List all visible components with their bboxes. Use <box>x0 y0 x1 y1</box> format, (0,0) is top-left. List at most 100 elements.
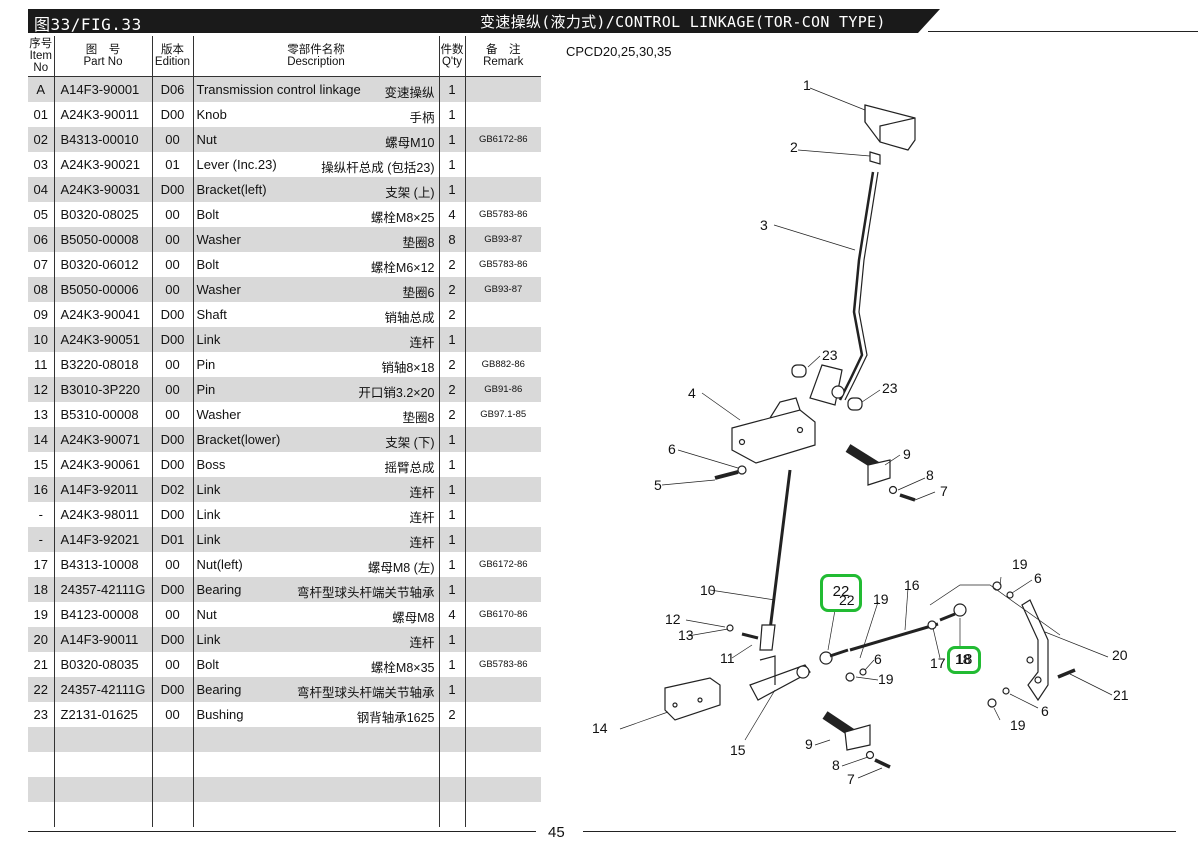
part-no-cell: A14F3-90011 <box>53 626 152 652</box>
callout-label: 13 <box>678 627 694 643</box>
shaft-9-upper <box>845 444 891 486</box>
qty-cell: 1 <box>438 651 465 677</box>
part-no-cell: A14F3-92011 <box>53 476 152 502</box>
remark-cell: GB5783-86 <box>464 651 541 677</box>
callout-label: 12 <box>665 611 681 627</box>
remark-cell <box>464 101 541 127</box>
description-en: Nut <box>196 131 217 147</box>
callout-label: 7 <box>940 483 948 499</box>
description-en: Link <box>196 331 221 347</box>
part-no-cell: Z2131-01625 <box>53 701 152 727</box>
edition-cell: 00 <box>151 126 193 152</box>
callout-label: 8 <box>832 757 840 773</box>
col-header-desc-cn: 零部件名称 <box>287 44 345 56</box>
callout-label: 20 <box>1112 647 1128 663</box>
description-en: Knob <box>196 106 227 122</box>
edition-cell: 00 <box>151 401 193 427</box>
header-rule <box>928 31 1198 32</box>
part-no-cell: B0320-06012 <box>53 251 152 277</box>
remark-cell <box>464 626 541 652</box>
description-cn: 支架 (下) <box>385 435 435 450</box>
part-no-cell: B5050-00006 <box>53 276 152 302</box>
description-cn: 垫圈6 <box>402 285 435 300</box>
description-en: Washer <box>196 231 241 247</box>
edition-cell: D01 <box>151 526 193 552</box>
edition-cell <box>151 801 193 827</box>
remark-cell: GB6172-86 <box>464 551 541 577</box>
qty-cell <box>438 776 465 802</box>
description-cn: 弯杆型球头杆端关节轴承 <box>296 585 435 600</box>
description-en: Bolt <box>196 206 219 222</box>
qty-cell: 2 <box>438 251 465 277</box>
remark-cell: GB6172-86 <box>464 126 541 152</box>
callout-label: 2 <box>790 139 798 155</box>
qty-cell: 1 <box>438 551 465 577</box>
bearing-18 <box>939 603 967 622</box>
item-cell: 22 <box>28 676 54 702</box>
washer-6 <box>737 465 747 475</box>
description-cell: Bracket(left)支架 (上) <box>192 176 439 202</box>
part-no-cell: A24K3-90061 <box>53 451 152 477</box>
table-row <box>28 751 541 777</box>
col-header-part: 图 号 Part No <box>53 36 152 77</box>
description-en: Bracket(lower) <box>196 431 281 447</box>
description-cn: 摇臂总成 <box>384 460 435 475</box>
item-cell <box>28 776 54 802</box>
callout-label: 15 <box>730 742 746 758</box>
part-no-cell: A24K3-90021 <box>53 151 152 177</box>
description-cn: 操纵杆总成 (包括23) <box>321 160 435 175</box>
col-header-qty: 件数 Q'ty <box>438 36 465 77</box>
edition-cell: D00 <box>151 501 193 527</box>
qty-cell: 4 <box>438 601 465 627</box>
item-cell: 02 <box>28 126 54 152</box>
callout-label: 23 <box>882 380 898 396</box>
edition-cell: 00 <box>151 376 193 402</box>
header-bar <box>28 9 918 33</box>
callout-label: 6 <box>874 651 882 667</box>
description-cn: 销轴总成 <box>384 310 435 325</box>
footer-rule-right <box>583 831 1176 832</box>
description-cn: 手柄 <box>409 110 435 125</box>
qty-cell: 2 <box>438 401 465 427</box>
callout-label: 9 <box>903 446 911 462</box>
description-cn: 垫圈8 <box>402 235 435 250</box>
part-no-cell: B4313-10008 <box>53 551 152 577</box>
item-cell: 16 <box>28 476 54 502</box>
nut-part <box>869 151 881 165</box>
part-no-cell: 24357-42111G <box>53 676 152 702</box>
item-cell: 09 <box>33 306 48 322</box>
description-cell: Bracket(lower) 支架 (下) <box>192 426 439 452</box>
item-cell: 05 <box>33 206 48 222</box>
qty-cell: 1 <box>438 126 465 152</box>
qty-cell: 1 <box>438 526 465 552</box>
description-en: Washer <box>196 406 241 422</box>
edition-cell: 00 <box>151 201 193 227</box>
callout-label: 3 <box>760 217 768 233</box>
part-no-cell: B4313-00010 <box>53 126 152 152</box>
qty-cell: 1 <box>438 626 465 652</box>
figure-header: 图33/FIG.33 变速操纵(液力式)/CONTROL LINKAGE(TOR… <box>28 9 1198 35</box>
col-header-item-en2: No <box>33 62 49 74</box>
item-cell: 07 <box>33 256 48 272</box>
edition-cell <box>151 726 193 752</box>
item-cell: 10 <box>28 326 54 352</box>
item-cell: 14 <box>28 426 54 452</box>
description-en: Shaft <box>196 306 227 322</box>
callout-label: 21 <box>1113 687 1129 703</box>
item-cell: 12 <box>28 376 54 402</box>
bearing-22 <box>819 648 849 665</box>
